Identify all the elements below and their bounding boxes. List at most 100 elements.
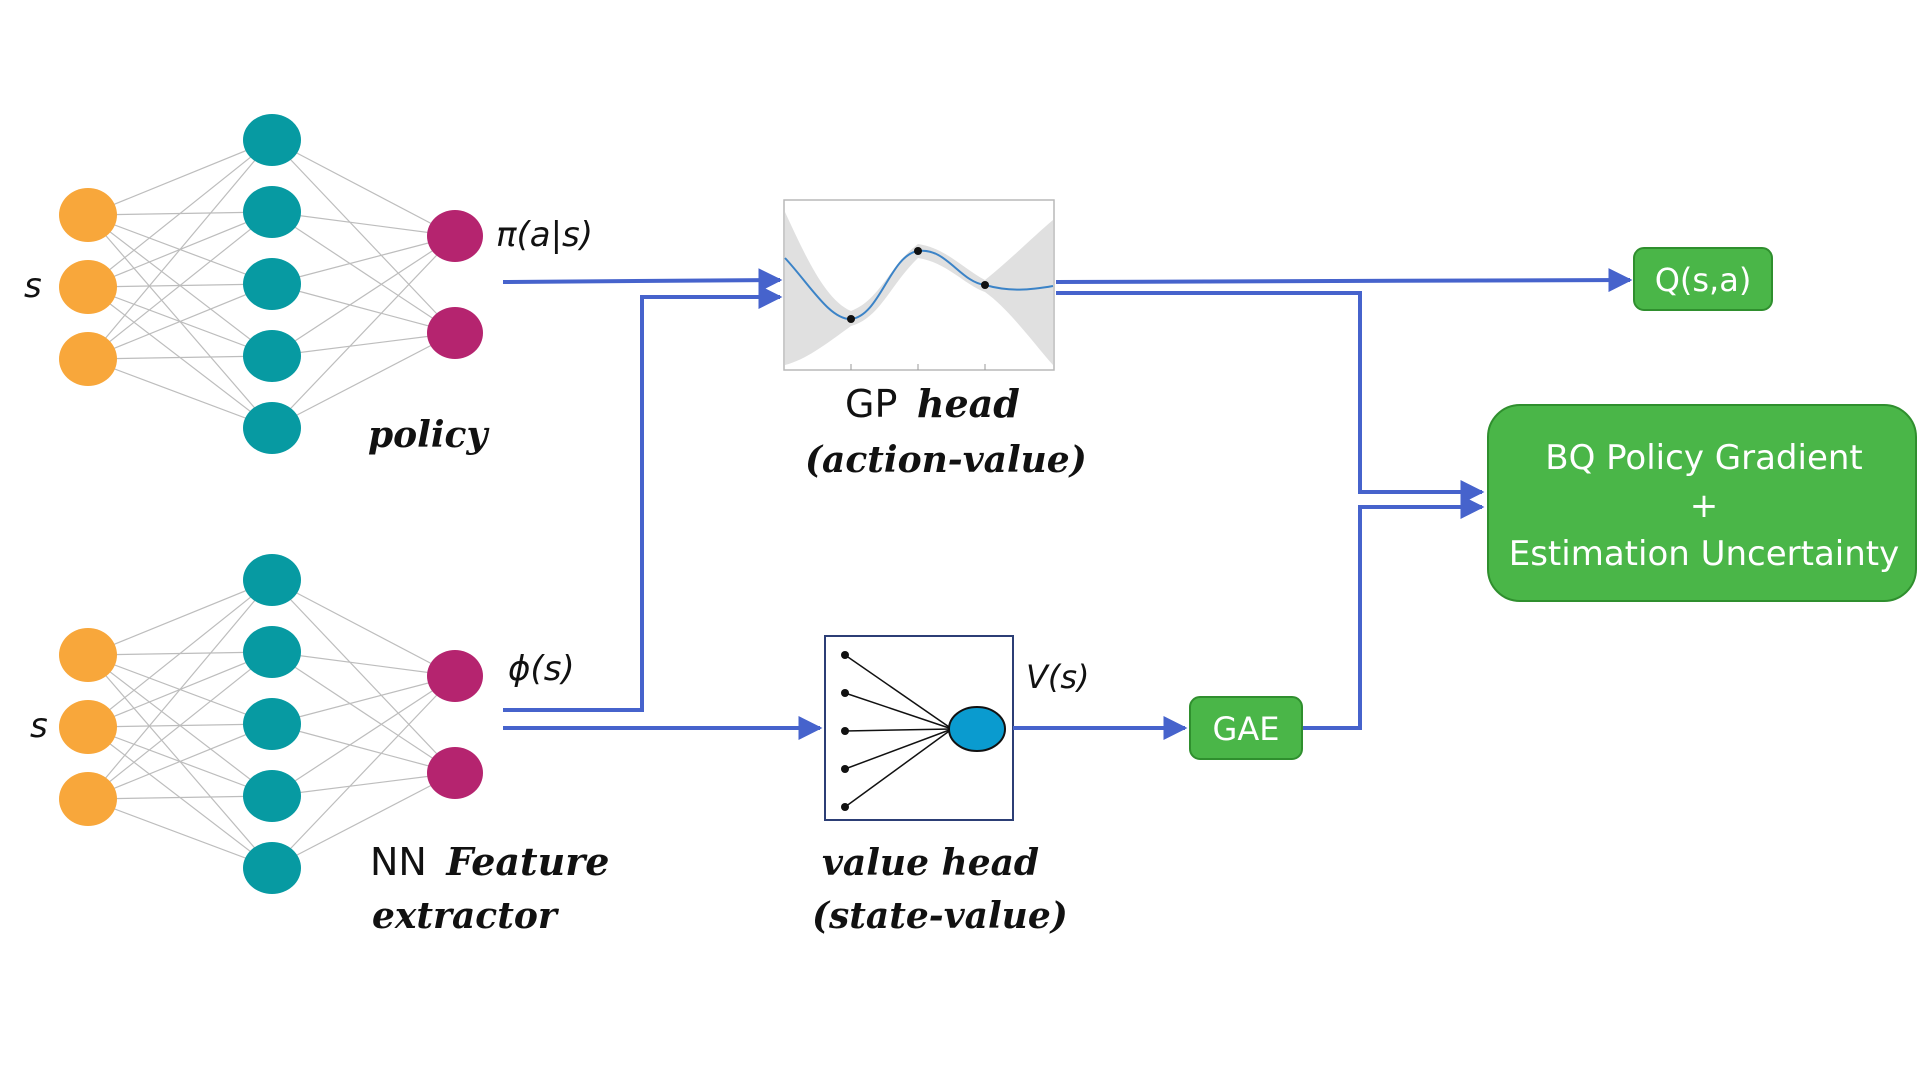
feature-network-name-line2: extractor — [372, 895, 560, 937]
hidden-node — [243, 770, 301, 822]
gp-observation-point — [847, 315, 855, 323]
network-edge — [271, 235, 456, 285]
arrow-gae-to-bq — [1303, 495, 1485, 730]
hidden-node — [243, 842, 301, 894]
hidden-node — [243, 402, 301, 454]
value-head-panel — [824, 635, 1014, 821]
output-node — [427, 307, 483, 359]
input-node — [59, 332, 117, 386]
network-edge — [87, 651, 273, 800]
value-head-input-dot — [841, 765, 849, 773]
hidden-node — [243, 114, 301, 166]
hidden-node — [243, 258, 301, 310]
network-edge — [271, 235, 456, 429]
network-edge — [271, 235, 456, 357]
network-edge — [271, 723, 456, 774]
network-edge — [271, 579, 456, 774]
value-head-connections — [841, 651, 953, 811]
feature-extractor-network — [59, 554, 483, 894]
value-head-edge — [844, 692, 953, 730]
bq-box-line3: Estimation Uncertainty — [1509, 534, 1900, 574]
network-edge — [87, 139, 273, 360]
network-edge — [271, 675, 456, 797]
input-node — [59, 772, 117, 826]
gp-head-panel — [783, 199, 1055, 371]
network-edge — [271, 651, 456, 677]
network-edge — [87, 579, 273, 656]
input-node — [59, 188, 117, 242]
output-node — [427, 210, 483, 262]
hidden-node — [243, 626, 301, 678]
arrows — [502, 268, 1633, 740]
network-edges — [87, 139, 456, 429]
policy-network-name: policy — [368, 414, 489, 456]
arrow-features-to-gp — [503, 285, 783, 712]
network-edges — [87, 579, 456, 869]
hidden-node — [243, 186, 301, 238]
output-node — [427, 650, 483, 702]
bq-box-line2: + — [1690, 486, 1719, 526]
network-edge — [87, 358, 273, 429]
policy-input-label: s — [24, 266, 42, 306]
value-head-edge — [844, 728, 953, 808]
network-edge — [87, 211, 273, 360]
gp-head-label-line1: GP head — [845, 381, 1020, 426]
feature-network-name-line1: NN Feature — [370, 839, 609, 884]
gp-text: GP — [845, 382, 897, 426]
network-edge — [87, 579, 273, 800]
feature-input-label: s — [30, 706, 48, 746]
value-output-node — [948, 706, 1006, 752]
gp-observation-point — [981, 281, 989, 289]
arrow-gp-to-bq — [1056, 291, 1485, 504]
network-edge — [271, 332, 456, 357]
arrow-policy-to-gp — [502, 268, 783, 293]
value-head-edge — [844, 728, 953, 770]
value-head-input-dot — [841, 651, 849, 659]
network-edge — [271, 579, 456, 677]
network-edge — [87, 283, 273, 360]
hidden-node — [243, 554, 301, 606]
hidden-node — [243, 698, 301, 750]
head-text: head — [917, 381, 1020, 426]
hidden-node — [243, 330, 301, 382]
policy-output-label: π(a|s) — [496, 215, 593, 255]
network-edge — [271, 332, 456, 429]
value-head-label-line2: (state-value) — [812, 895, 1068, 937]
bq-policy-gradient-box: BQ Policy Gradient + Estimation Uncertai… — [1487, 404, 1917, 602]
input-node — [59, 700, 117, 754]
value-head-label-line1: value head — [822, 842, 1039, 884]
network-edge — [87, 139, 273, 216]
value-head-input-dot — [841, 727, 849, 735]
value-head-edge — [844, 654, 953, 730]
gp-head-label-line2: (action-value) — [805, 439, 1087, 481]
feature-text: Feature — [445, 839, 609, 884]
network-edge — [271, 283, 456, 334]
output-node — [427, 747, 483, 799]
network-edge — [271, 675, 456, 725]
network-edge — [271, 139, 456, 237]
arrow-gp-to-q — [1055, 268, 1633, 293]
value-head-input-dot — [841, 689, 849, 697]
input-node — [59, 628, 117, 682]
q-box-label: Q(s,a) — [1655, 261, 1752, 299]
network-edge — [271, 675, 456, 869]
gae-box: GAE — [1189, 696, 1303, 760]
network-edge — [271, 211, 456, 334]
bq-box-line1: BQ Policy Gradient — [1545, 438, 1863, 478]
value-head-input-dot — [841, 803, 849, 811]
network-edge — [271, 772, 456, 797]
network-edge — [87, 795, 273, 800]
policy-network — [59, 114, 483, 454]
feature-output-label: ϕ(s) — [508, 649, 575, 689]
network-edge — [271, 772, 456, 869]
nn-text: NN — [370, 840, 427, 884]
network-edge — [87, 579, 273, 728]
value-output-label: V(s) — [1026, 658, 1090, 696]
network-edge — [87, 139, 273, 288]
q-box: Q(s,a) — [1633, 247, 1773, 311]
network-edge — [87, 355, 273, 360]
network-edge — [271, 139, 456, 334]
value-head-edge — [844, 728, 953, 732]
